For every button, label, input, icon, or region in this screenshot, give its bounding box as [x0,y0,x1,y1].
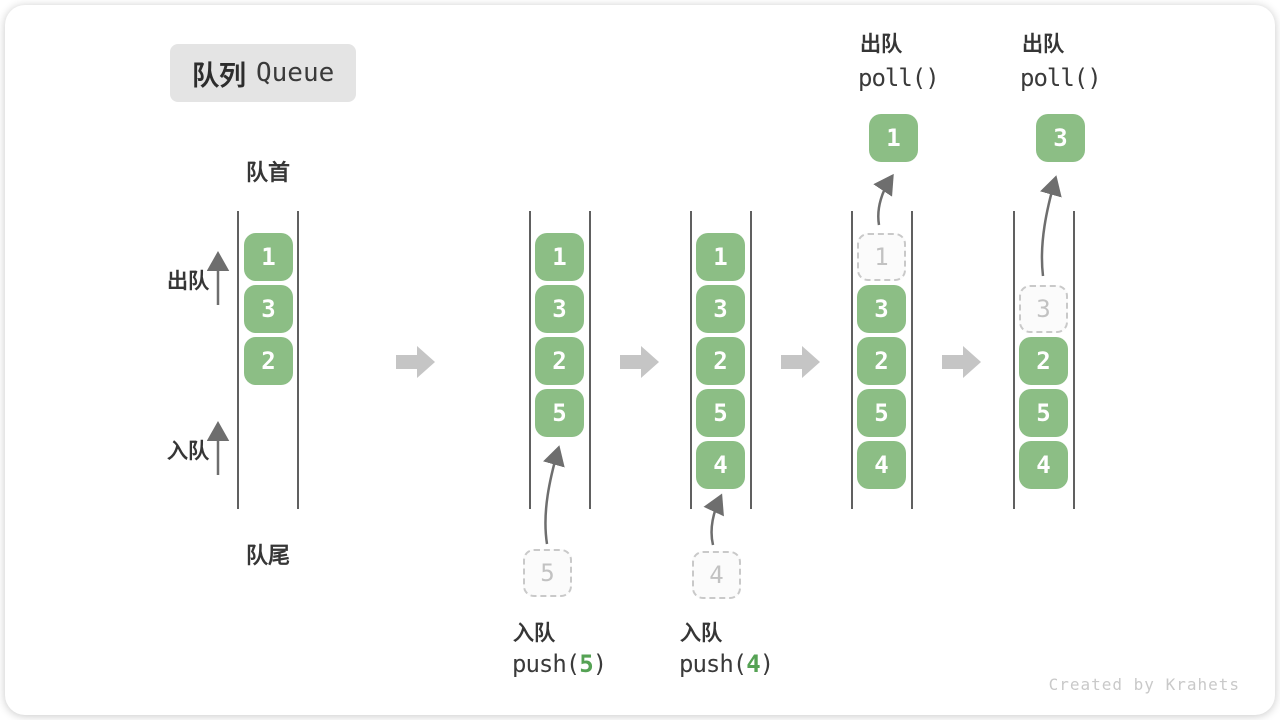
label-dequeue-side: 出队 [167,269,209,293]
polled-value-1: 1 [869,114,918,162]
queue5-cell: 4 [1019,441,1068,489]
dequeue3-code: poll() [1020,64,1102,92]
queue3-left-wall [690,211,692,509]
staged-value-5: 5 [523,549,572,597]
queue4-cell: 2 [857,337,906,385]
dequeue3-label: 出队 [1022,32,1064,56]
queue3-cell: 4 [696,441,745,489]
queue1-cell: 3 [244,285,293,333]
title-zh: 队列 [192,60,246,92]
queue4-cell: 4 [857,441,906,489]
code-prefix: push( [512,650,580,678]
queue4-cell: 3 [857,285,906,333]
queue3-cell: 3 [696,285,745,333]
title-badge: 队列 Queue [170,44,357,102]
queue5-removed-cell: 3 [1019,285,1068,333]
code-arg: 5 [579,650,593,678]
polled-value-3: 3 [1036,114,1085,162]
queue3-right-wall [750,211,752,509]
queue4-left-wall [851,211,853,509]
label-queue-front: 队首 [245,161,290,186]
queue1-cell: 1 [244,233,293,281]
queue5-left-wall [1013,211,1015,509]
dequeue1-code: poll() [858,64,940,92]
enqueue5-code: push(5) [512,650,607,678]
queue4-removed-cell: 1 [857,233,906,281]
queue1-cell: 2 [244,337,293,385]
queue5-cell: 5 [1019,389,1068,437]
queue2-cell: 5 [535,389,584,437]
label-queue-rear: 队尾 [245,544,290,569]
title-en: Queue [256,58,335,88]
enqueue4-code: push(4) [679,650,774,678]
staged-value-4: 4 [692,551,741,599]
code-suffix: ) [592,650,607,678]
queue2-right-wall [589,211,591,509]
queue5-cell: 2 [1019,337,1068,385]
queue3-cell: 2 [696,337,745,385]
queue2-cell: 2 [535,337,584,385]
queue1-left-wall [237,211,239,509]
queue3-cell: 5 [696,389,745,437]
dequeue1-label: 出队 [860,32,902,56]
queue2-cell: 1 [535,233,584,281]
step-arrow-icon [942,346,981,378]
queue4-cell: 5 [857,389,906,437]
watermark: Created by Krahets [1048,675,1240,694]
step-arrow-icon [620,346,659,378]
code-arg: 4 [746,650,760,678]
queue1-right-wall [297,211,299,509]
queue4-right-wall [911,211,913,509]
queue2-left-wall [529,211,531,509]
enqueue4-label: 入队 [680,621,722,645]
queue2-cell: 3 [535,285,584,333]
queue5-right-wall [1073,211,1075,509]
code-prefix: push( [679,650,747,678]
enqueue5-label: 入队 [513,621,555,645]
queue3-cell: 1 [696,233,745,281]
label-enqueue-side: 入队 [167,439,209,463]
step-arrow-icon [781,346,820,378]
code-suffix: ) [759,650,774,678]
step-arrow-icon [396,346,435,378]
